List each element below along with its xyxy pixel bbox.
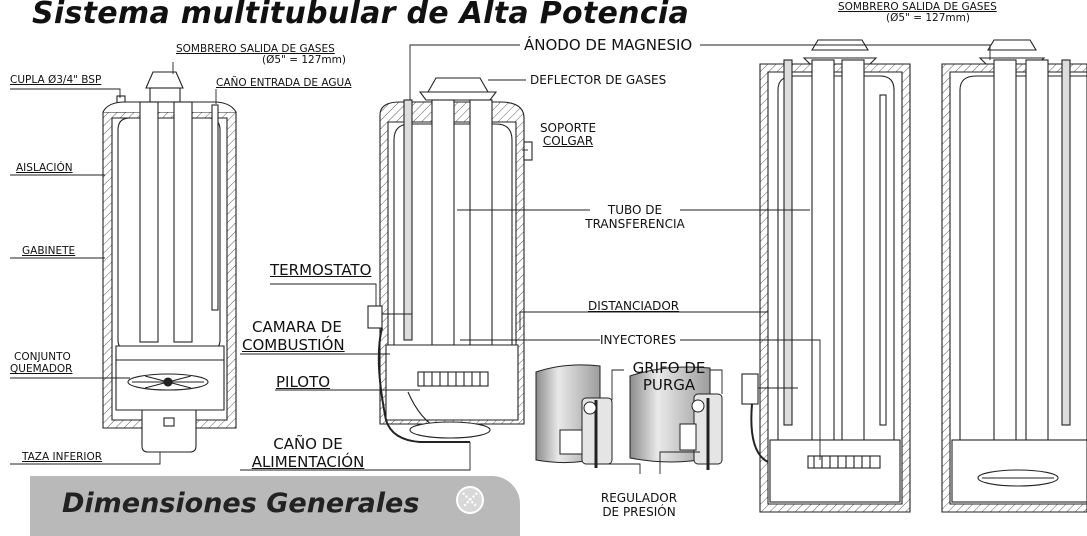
crossed-circle-icon (456, 486, 484, 514)
label-cano-alim-2: ALIMENTACIÓN (251, 453, 365, 471)
label-cano-alim-1: CAÑO DE (273, 435, 343, 453)
valve-illustrations (535, 364, 723, 470)
footer-title: Dimensiones Generales (62, 488, 420, 519)
label-sombrero-2: SOMBRERO SALIDA DE GASES (838, 1, 997, 13)
label-conjunto-2: QUEMADOR (10, 363, 73, 375)
label-aislacion: AISLACIÓN (16, 162, 73, 174)
label-taza: TAZA INFERIOR (22, 451, 103, 463)
label-grifo-2: PURGA (642, 376, 696, 394)
label-tubo-2: TRANSFERENCIA (585, 217, 685, 231)
heater-side-view (741, 39, 911, 513)
label-regulador-1: REGULADOR (600, 491, 678, 505)
label-grifo-1: GRIFO DE (632, 359, 706, 377)
label-camara-1: CAMARA DE (252, 318, 342, 336)
label-distanciador: DISTANCIADOR (588, 299, 680, 313)
heater-partial-view (941, 39, 1087, 513)
label-gabinete: GABINETE (22, 245, 76, 257)
label-soporte-2: COLGAR (542, 134, 594, 148)
label-deflector: DEFLECTOR DE GASES (530, 73, 667, 87)
label-conjunto-1: CONJUNTO (14, 351, 71, 363)
page-title: Sistema multitubular de Alta Potencia (32, 0, 690, 31)
label-sombrero-1: SOMBRERO SALIDA DE GASES (176, 43, 335, 55)
label-cano-entrada: CAÑO ENTRADA DE AGUA (216, 77, 352, 89)
label-anodo: ÁNODO DE MAGNESIO (524, 36, 693, 54)
label-tubo-1: TUBO DE (607, 203, 663, 217)
label-cupla: CUPLA Ø3/4" BSP (10, 74, 102, 86)
leader-lines (10, 44, 991, 474)
label-piloto: PILOTO (276, 373, 331, 391)
label-camara-2: COMBUSTIÓN (242, 336, 345, 354)
label-sombrero-1-dim: (Ø5" = 127mm) (262, 54, 346, 66)
label-termostato: TERMOSTATO (270, 261, 372, 279)
label-soporte-1: SOPORTE (539, 121, 597, 135)
label-inyectores: INYECTORES (600, 333, 677, 347)
label-regulador-2: DE PRESIÓN (602, 505, 676, 519)
label-sombrero-2-dim: (Ø5" = 127mm) (886, 12, 970, 24)
heater-front-view (102, 71, 237, 453)
heater-cutaway-view (367, 77, 533, 443)
